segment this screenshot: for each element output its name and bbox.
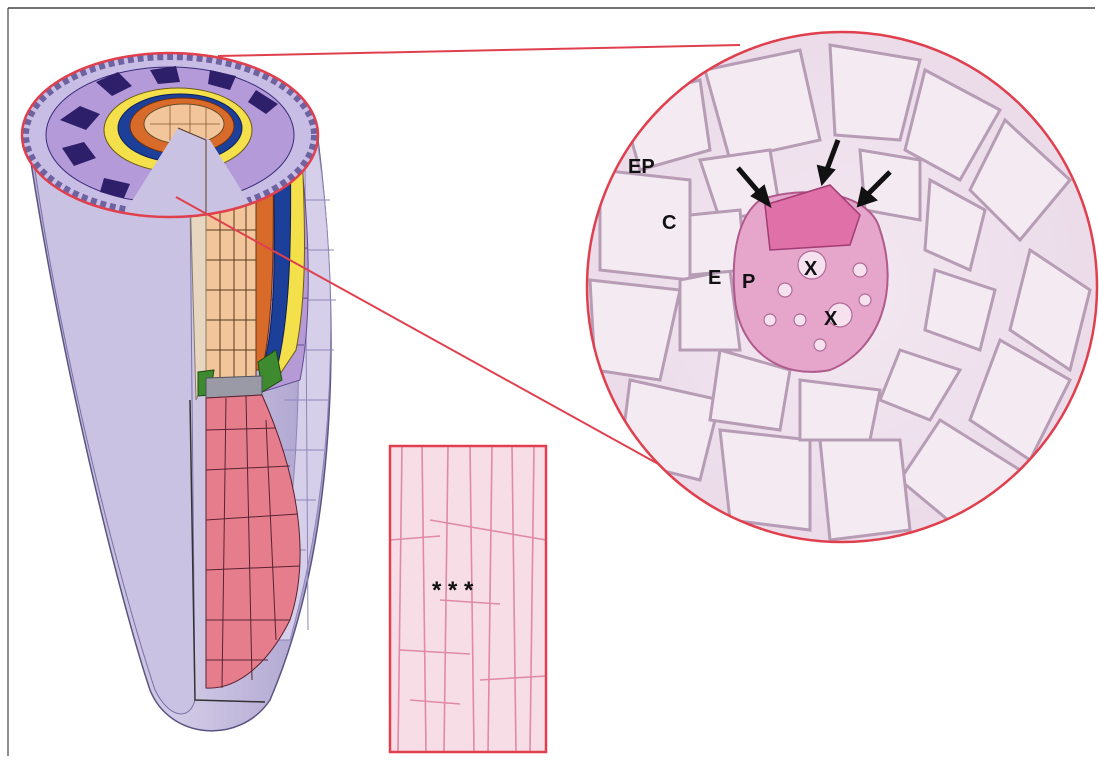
label-pericycle: P (742, 271, 755, 293)
connector-line-top (218, 45, 740, 56)
label-cortex: C (662, 212, 676, 234)
label-xylem-2: X (824, 308, 838, 330)
label-xylem-1: X (804, 258, 818, 280)
label-endodermis: E (708, 267, 721, 289)
micrograph (587, 32, 1097, 542)
quiescent-center (206, 376, 262, 398)
label-epidermis: EP (628, 156, 655, 178)
asterisk-markers: * * * (432, 577, 474, 604)
